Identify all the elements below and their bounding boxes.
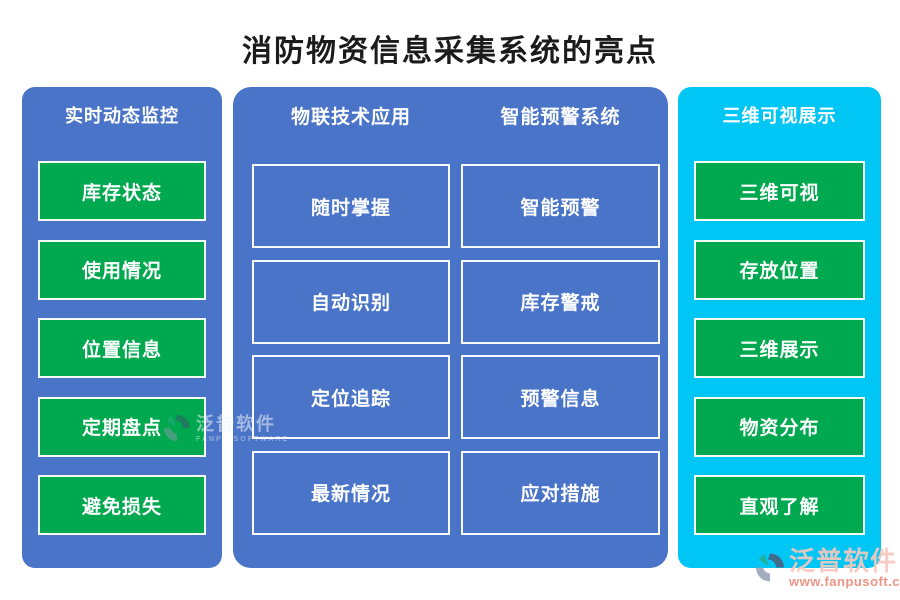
button-3d-display[interactable]: 三维展示 (694, 318, 865, 378)
button-intuitive-understanding[interactable]: 直观了解 (694, 475, 865, 535)
button-storage-location[interactable]: 存放位置 (694, 239, 865, 300)
box-inventory-alert[interactable]: 库存警戒 (461, 259, 660, 344)
button-periodic-inventory[interactable]: 定期盘点 (38, 396, 206, 457)
logo-url-text: www.fanpusoft.com (789, 574, 900, 589)
button-material-distribution[interactable]: 物资分布 (694, 396, 865, 457)
box-auto-identification[interactable]: 自动识别 (252, 259, 450, 344)
button-usage-status[interactable]: 使用情况 (38, 239, 206, 300)
box-warning-info[interactable]: 预警信息 (461, 355, 660, 440)
left-button-column: 库存状态 使用情况 位置信息 定期盘点 避免损失 (38, 161, 206, 535)
panel-realtime-monitoring: 实时动态监控 库存状态 使用情况 位置信息 定期盘点 避免损失 (22, 87, 222, 568)
box-location-tracking[interactable]: 定位追踪 (252, 355, 450, 440)
logo-brand-text: 泛普软件 (789, 546, 898, 576)
smart-warning-column: 智能预警 库存警戒 预警信息 应对措施 (461, 164, 660, 535)
box-anytime-awareness[interactable]: 随时掌握 (252, 164, 450, 248)
panel-3d-visualization: 三维可视展示 三维可视 存放位置 三维展示 物资分布 直观了解 (678, 87, 881, 568)
fanpu-logo: 泛普软件 www.fanpusoft.com (754, 548, 900, 588)
button-location-info[interactable]: 位置信息 (38, 318, 206, 378)
smart-warning-header: 智能预警系统 (500, 107, 621, 128)
box-latest-status[interactable]: 最新情况 (252, 450, 450, 535)
3d-visualization-header: 三维可视展示 (722, 106, 837, 126)
right-button-column: 三维可视 存放位置 三维展示 物资分布 直观了解 (694, 161, 865, 535)
iot-tech-column: 随时掌握 自动识别 定位追踪 最新情况 (252, 164, 450, 535)
box-countermeasures[interactable]: 应对措施 (461, 450, 660, 535)
button-avoid-loss[interactable]: 避免损失 (38, 475, 206, 535)
button-3d-visual[interactable]: 三维可视 (694, 161, 865, 221)
fanpu-logo-text: 泛普软件 www.fanpusoft.com (789, 548, 900, 588)
button-inventory-status[interactable]: 库存状态 (38, 161, 206, 221)
fanpu-logo-icon (756, 553, 784, 582)
box-smart-warning[interactable]: 智能预警 (461, 164, 660, 248)
page-title: 消防物资信息采集系统的亮点 (242, 35, 658, 68)
realtime-monitoring-header: 实时动态监控 (65, 106, 179, 126)
iot-tech-header: 物联技术应用 (290, 107, 411, 128)
panel-iot-and-warning: 物联技术应用 智能预警系统 随时掌握 自动识别 定位追踪 最新情况 智能预警 库… (233, 87, 668, 568)
